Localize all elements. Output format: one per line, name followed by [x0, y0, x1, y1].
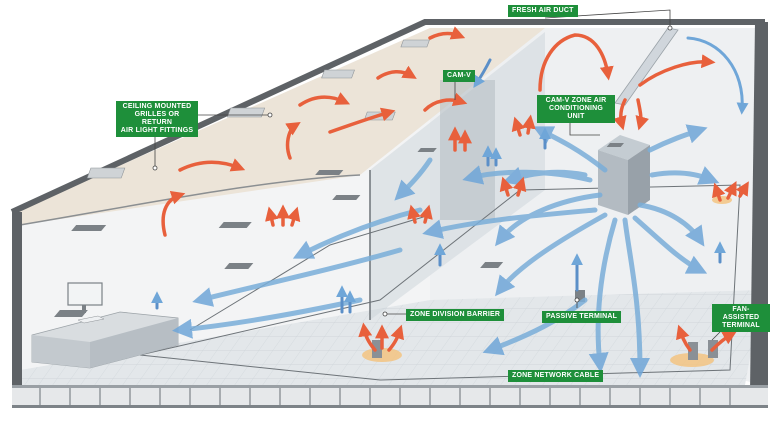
label-ceiling-grilles-line1: CEILING MOUNTED [122, 103, 192, 110]
floor-void [12, 385, 768, 407]
warm-airflow-arrows [161, 26, 749, 352]
monitor [67, 282, 103, 306]
keyboard [77, 315, 105, 324]
cool-upflow-arrows [151, 127, 726, 314]
left-wall-edge [12, 212, 22, 407]
leader-dots [152, 25, 673, 317]
label-zone-ac-line2: CONDITIONING UNIT [548, 105, 604, 120]
roof-edge [10, 19, 765, 215]
label-fresh-air-duct: FRESH AIR DUCT [508, 5, 578, 17]
desk-workstation [31, 282, 179, 369]
label-cam-v: CAM-V [443, 70, 475, 82]
label-ceiling-grilles: CEILING MOUNTED GRILLES OR RETURN AIR LI… [116, 101, 198, 137]
label-ceiling-grilles-line3: AIR LIGHT FITTINGS [120, 127, 194, 134]
right-wall-edge [750, 22, 768, 392]
label-zone-network-cable: ZONE NETWORK CABLE [508, 370, 604, 382]
label-zone-ac-line1: CAM-V ZONE AIR [545, 97, 607, 104]
zone-ac-unit [598, 135, 650, 215]
callout-leaders [154, 9, 723, 341]
label-zone-division-barrier: ZONE DIVISION BARRIER [406, 309, 505, 321]
label-fan-assisted-line2: TERMINAL [722, 322, 760, 329]
label-zone-ac-unit: CAM-V ZONE AIR CONDITIONING UNIT [537, 95, 615, 123]
label-fan-assisted-terminal: FAN-ASSISTED TERMINAL [712, 304, 770, 332]
cam-v-blue-arrow [473, 36, 749, 115]
label-fan-assisted-line1: FAN-ASSISTED [722, 306, 760, 321]
floor-terminals [54, 143, 625, 317]
label-ceiling-grilles-line2: GRILLES OR RETURN [134, 111, 180, 126]
label-passive-terminal: PASSIVE TERMINAL [542, 311, 622, 323]
fresh-air-duct [614, 27, 679, 106]
